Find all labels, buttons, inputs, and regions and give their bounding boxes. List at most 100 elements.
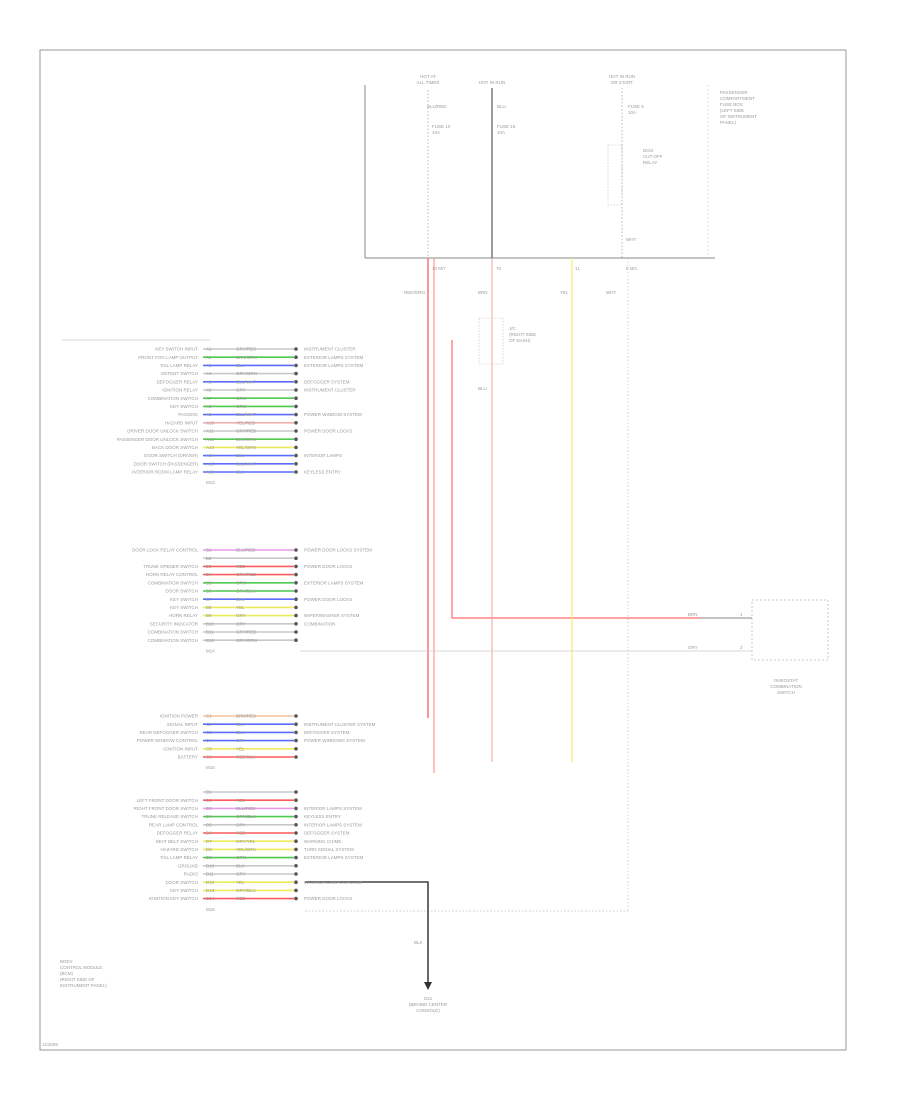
pin-number: B11: [206, 630, 214, 635]
pin-label-4: 8 M/1: [626, 266, 638, 271]
pin-terminal: [294, 371, 298, 376]
pin-function: KEY SWITCH: [170, 605, 198, 610]
pin-number: A15: [206, 461, 215, 466]
pin-number: B5: [206, 580, 212, 585]
pin-number: A7: [206, 396, 212, 401]
pin-destination: EXTERIOR LAMPS SYSTEM: [304, 363, 364, 368]
pin-wire-color: BLU/RED: [236, 806, 256, 811]
pin-terminal: [294, 589, 298, 593]
pin-number: D3: [206, 806, 212, 811]
source-2-fuse: FUSE 18: [497, 124, 516, 129]
pin-number: A11: [206, 429, 214, 434]
pin-function: TAIL LAMP RELAY: [160, 855, 198, 860]
pin-function: RIGHT FRONT DOOR SWITCH: [134, 806, 198, 811]
pin-destination: POWER DOOR LOCKS SYSTEM: [304, 548, 372, 553]
pin-number: B1: [206, 548, 212, 553]
pin-terminal: [294, 404, 298, 409]
source-2-circuit: BLU: [497, 104, 506, 109]
pin-terminal: [294, 806, 298, 811]
pin-number: B3: [206, 564, 212, 569]
source-3-name-2: OR START: [611, 80, 634, 85]
pin-wire-color: GRN: [236, 855, 246, 860]
pin-function: COMBINATION SWITCH: [148, 396, 198, 401]
pin-wire-color: YEL: [236, 605, 245, 610]
relay-label-3: RELAY: [643, 160, 657, 165]
pin-wire-color: GRY: [236, 822, 246, 827]
pin-wire-color: BLU/GRN: [236, 437, 256, 442]
source-2-name: HOT IN RUN: [479, 80, 505, 85]
pin-row: D1: [203, 790, 298, 795]
bcm-name-3: (BCM): [60, 971, 73, 976]
switch-pin-1: 1: [740, 612, 743, 617]
source-1: HOT AT ALL TIMES BLU/RED FUSE 10 10A: [417, 74, 451, 258]
pin-destination: INTERIOR LAMPS SYSTEM: [304, 880, 362, 885]
pin-function: KEY SWITCH INPUT: [155, 347, 198, 352]
pin-number: A8: [206, 404, 212, 409]
pin-function: IGNITION INPUT: [163, 746, 198, 751]
pin-wire-color: GRN: [236, 396, 246, 401]
pin-wire-color: BLU: [236, 470, 245, 475]
junction-label-1: J/C: [509, 326, 517, 331]
pin-function: DOOR SWITCH (DRIVER): [144, 453, 198, 458]
pin-wire-color: GRY: [236, 872, 246, 877]
junction-label-3: OF DASH): [509, 338, 531, 343]
pin-number: D13: [206, 888, 215, 893]
pin-wire-color: GRY/BLU: [236, 888, 256, 893]
pin-destination: INSTRUMENT CLUSTER: [304, 388, 356, 393]
pin-wire-color: RED: [236, 831, 246, 836]
pin-number: D9: [206, 855, 212, 860]
source-3-fuse: FUSE 6: [628, 104, 644, 109]
footer-code: 11/2009: [42, 1042, 58, 1047]
pin-number: B6: [206, 589, 212, 594]
pin-number: A2: [206, 355, 212, 360]
wire-label-1: RED/GRN: [404, 290, 425, 295]
pin-function: TRUNK OPENER SWITCH: [143, 564, 198, 569]
pin-wire-color: GRY/RED: [236, 572, 257, 577]
pin-terminal: [294, 613, 298, 618]
pin-function: SEAT BELT SWITCH: [156, 839, 198, 844]
pin-function: TAIL LAMP RELAY: [160, 363, 198, 368]
pin-terminal: [294, 605, 298, 610]
pin-terminal: [294, 730, 298, 735]
pin-wire-color: GRN/BLK: [236, 814, 256, 819]
bcm-name-5: INSTRUMENT PANEL): [60, 983, 107, 988]
pin-terminal: [294, 412, 298, 417]
pin-wire-color: GRY/RED: [236, 347, 257, 352]
pin-wire-color: YEL: [236, 746, 245, 751]
pin-destination: DEFOGGER SYSTEM: [304, 831, 350, 836]
pin-function: PASSENGER DOOR UNLOCK SWITCH: [117, 437, 198, 442]
pin-number: D2: [206, 798, 212, 803]
note-line-3: FUSE BOX: [720, 102, 743, 107]
pin-destination: POWER DOOR LOCKS: [304, 597, 352, 602]
pin-destination: INSTRUMENT CLUSTER: [304, 347, 356, 352]
pin-terminal: [294, 814, 298, 819]
source-3: HOT IN RUN OR START FUSE 6 10A WHT: [609, 74, 644, 258]
pin-wire-color: BLU: [236, 453, 245, 458]
pin-function: IGNITION KEY SWITCH: [149, 896, 198, 901]
pin-wire-color: GRY: [236, 388, 246, 393]
pin-wire-color: RED: [236, 564, 246, 569]
pin-wire-color: BLU: [236, 597, 245, 602]
pin-function: IGNITION RELAY: [162, 388, 198, 393]
source-1-circuit: BLU/RED: [427, 104, 447, 109]
pin-number: D5: [206, 822, 212, 827]
pin-wire-color: GRN: [236, 404, 246, 409]
